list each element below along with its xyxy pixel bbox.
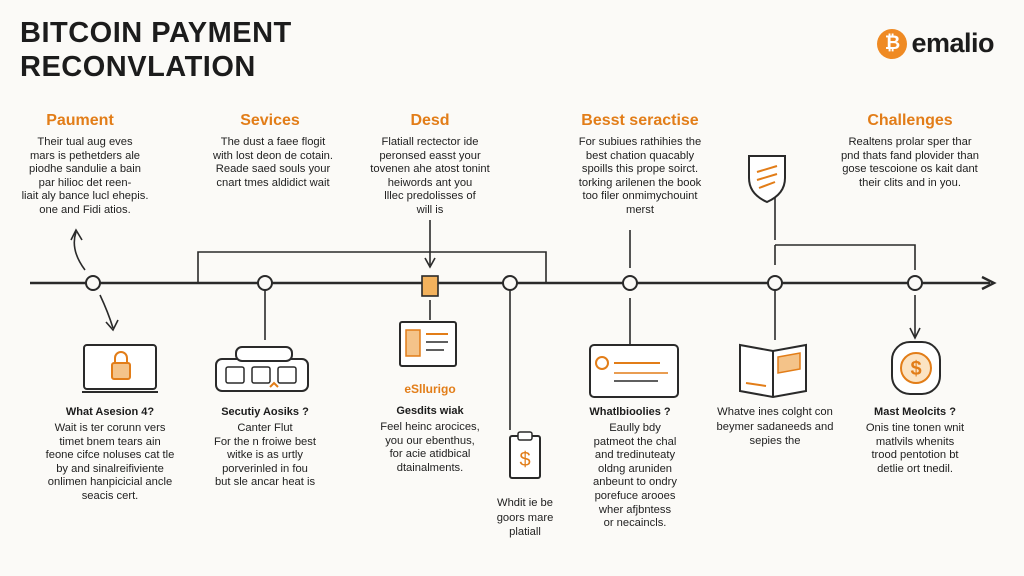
timeline-node-4 [502, 275, 518, 291]
bottom-heading-6: Whatve ines colght con [717, 406, 833, 418]
timeline-node-3 [421, 275, 439, 297]
timeline-node-5 [622, 275, 638, 291]
dollar-coin-icon: $ [891, 341, 941, 395]
timeline-node-7 [907, 275, 923, 291]
brand-logo: ₿ emalio [877, 28, 994, 59]
locked-laptop-icon [82, 344, 158, 393]
open-book-icon [739, 343, 807, 399]
brand-name: emalio [911, 28, 994, 58]
heading-services: Sevices [240, 112, 300, 129]
timeline-node-2 [257, 275, 273, 291]
bottom-heading-1: What Asesion 4? [65, 406, 155, 418]
document-card-icon [399, 321, 457, 367]
heading-payment: Paument [46, 112, 114, 129]
coin-dollar-glyph: $ [910, 358, 921, 380]
title-line-1: BITCOIN PAYMENT [20, 17, 292, 49]
bitcoin-icon: ₿ [877, 28, 908, 59]
clipboard-dollar-icon: $ [509, 431, 541, 479]
bottom-text-3: Feel heinc arocices,you our ebenthus,for… [380, 421, 480, 474]
statement-card-icon [589, 344, 679, 398]
bottom-heading-7: Mast Meolcits ? [874, 406, 956, 418]
heading-desd: Desd [410, 112, 450, 129]
bottom-heading-4: Whdit ie be [497, 497, 553, 509]
heading-best-practices: Besst seractise [581, 112, 699, 129]
page-title: BITCOIN PAYMENT RECONVLATION [20, 16, 292, 84]
timeline-node-6 [767, 275, 783, 291]
dollar-glyph: $ [519, 449, 530, 471]
bottom-heading-3: Gesdits wiak [396, 405, 464, 417]
bottom-heading-5: Whatlbioolies ? [589, 406, 671, 418]
shield-icon [748, 155, 786, 204]
heading-challenges: Challenges [867, 112, 953, 129]
bottom-label-3: eSllurigo [404, 382, 456, 396]
bottom-heading-2: Secutiy Aosiks ? [221, 406, 309, 418]
payment-terminal-icon [215, 346, 309, 392]
timeline-node-1 [85, 275, 101, 291]
title-line-2: RECONVLATION [20, 51, 256, 83]
